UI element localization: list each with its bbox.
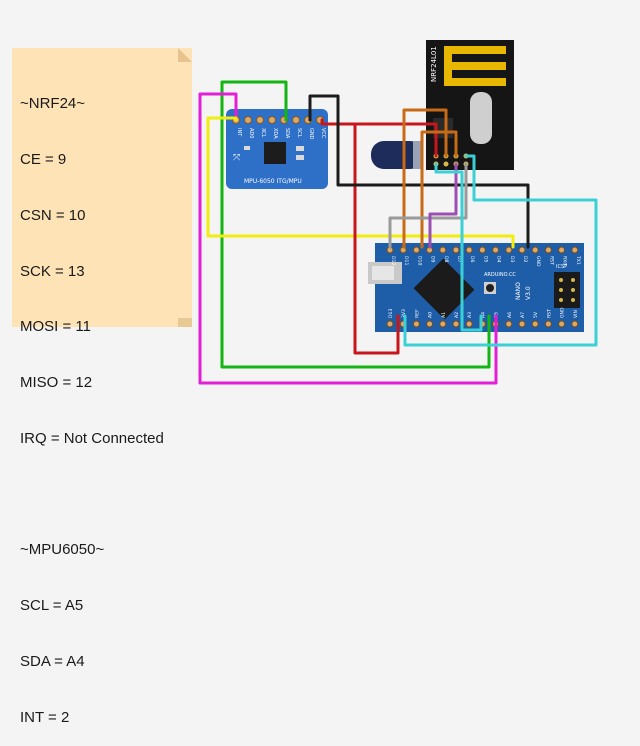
note-line: IRQ = Not Connected xyxy=(20,429,164,447)
nano-pin-hole xyxy=(544,246,552,254)
nano-pin-label-3v3: 3V3 xyxy=(401,309,407,318)
nano-pin-hole xyxy=(386,320,394,328)
note-line: ~MPU6050~ xyxy=(20,541,105,559)
nano-pin-hole xyxy=(531,246,539,254)
nano-pin-label-a1: A1 xyxy=(441,312,447,318)
nano-pin-hole xyxy=(452,246,460,254)
nano-pin-label-vin: VIN xyxy=(573,310,579,318)
sticky-note xyxy=(12,48,192,327)
nano-brand-label: ARDUINO.CC xyxy=(484,272,516,278)
nano-pin-label-rst: RST xyxy=(548,256,554,265)
note-line: SDA = A4 xyxy=(20,653,85,670)
nano-pin-label-a7: A7 xyxy=(520,312,526,318)
wire-red xyxy=(320,118,400,355)
note-line: CE = 9 xyxy=(20,150,67,168)
note-line: SCL = A5 xyxy=(20,597,84,615)
nano-pin-hole xyxy=(518,320,526,328)
pin-mapping-note: ~NRF24~ CE = 9 CSN = 10 SCK = 13 MOSI = … xyxy=(20,58,190,746)
note-line: SCK = 13 xyxy=(20,262,85,280)
nano-pin-label-rx0: RX0 xyxy=(562,256,568,265)
nano-pin-hole xyxy=(531,320,539,328)
wiring-diagram: NRF24L01 INT AD0 XCL XDA SDA SCL GND VCC… xyxy=(12,40,598,385)
nano-version-label: V3.0 xyxy=(525,286,532,300)
nrf24-label: NRF24L01 xyxy=(430,46,438,82)
nano-pin-hole xyxy=(452,320,460,328)
nano-pin-label-d5: D5 xyxy=(482,256,488,263)
nano-pin-label-d7: D7 xyxy=(456,256,462,263)
nano-pin-hole xyxy=(505,246,513,254)
nano-pin-label-5v: 5V xyxy=(533,311,539,318)
nano-pin-label-a0: A0 xyxy=(428,312,434,318)
nano-pin-hole xyxy=(571,246,579,254)
nano-pin-hole xyxy=(465,320,473,328)
axis-icon: ⤧ xyxy=(233,152,240,162)
nano-pin-hole xyxy=(426,320,434,328)
note-line: MOSI = 11 xyxy=(20,318,92,336)
mpu6050-module: INT AD0 XCL XDA SDA SCL GND VCC MPU-6050… xyxy=(226,109,328,189)
mpu6050-pin-vcc: VCC xyxy=(320,128,326,139)
nano-pin-hole xyxy=(558,246,566,254)
nano-pin-hole xyxy=(465,246,473,254)
wire-magenta xyxy=(198,92,498,385)
nano-pin-label-d4: D4 xyxy=(496,256,502,263)
note-line: ~NRF24~ xyxy=(20,95,86,113)
nano-pin-hole xyxy=(544,320,552,328)
wire-black xyxy=(308,94,530,249)
nano-pin-hole xyxy=(439,320,447,328)
mpu6050-pin-scl: SCL xyxy=(296,128,302,138)
nano-pin-label-a3: A3 xyxy=(467,312,473,318)
mpu6050-label: MPU-6050 ITG/MPU xyxy=(244,178,302,185)
nano-pin-hole xyxy=(492,246,500,254)
nano-pin-label-d13: D13 xyxy=(388,309,394,318)
wire-yellow xyxy=(206,116,515,249)
wire-green xyxy=(220,80,491,369)
wires xyxy=(198,80,598,385)
wire-gray xyxy=(388,162,468,249)
note-line: CSN = 10 xyxy=(20,206,86,224)
nano-pin-hole xyxy=(412,320,420,328)
mpu6050-pin-sda: SDA xyxy=(284,128,290,139)
capacitor xyxy=(371,141,423,169)
nano-pin-hole xyxy=(505,320,513,328)
mpu6050-pin-xda: XDA xyxy=(272,128,278,139)
wire-purple xyxy=(428,162,458,249)
wire-cyan-2 xyxy=(434,162,483,332)
wire-cyan xyxy=(403,154,598,347)
mpu6050-pin-xcl: XCL xyxy=(260,128,266,138)
nano-icsp-label: ICSP xyxy=(556,264,567,270)
nano-pin-hole xyxy=(571,320,579,328)
nano-pin-label-d3: D3 xyxy=(509,256,515,263)
nano-pin-label-d6: D6 xyxy=(469,256,475,263)
mpu6050-pin-ad0: AD0 xyxy=(248,128,254,138)
nano-pin-label-rst: RST xyxy=(546,309,552,318)
nano-pin-label-d8: D8 xyxy=(443,256,449,263)
nano-pin-hole xyxy=(478,246,486,254)
nano-pin-label-gnd: GND xyxy=(560,307,566,318)
note-line: INT = 2 xyxy=(20,708,70,726)
nano-pin-label-tx1: TX1 xyxy=(575,255,581,265)
nano-pin-label-d11: D11 xyxy=(403,256,409,265)
nano-pin-hole xyxy=(439,246,447,254)
nano-pin-label-d10: D10 xyxy=(416,256,422,265)
wire-red-2 xyxy=(353,122,438,158)
nano-pin-label-a6: A6 xyxy=(507,312,513,318)
wire-orange-2 xyxy=(420,130,458,249)
note-line: MISO = 12 xyxy=(20,374,93,392)
nano-pin-hole xyxy=(518,246,526,254)
nano-pin-label-d12: D12 xyxy=(390,256,396,265)
note-line xyxy=(20,486,190,505)
nano-pin-hole xyxy=(412,246,420,254)
mpu6050-pin-gnd: GND xyxy=(308,128,314,140)
nano-model-label: NANO xyxy=(515,282,522,300)
mpu6050-pin-int: INT xyxy=(236,128,242,137)
nrf24-module: NRF24L01 xyxy=(426,40,514,170)
nano-pin-label-ref: REF xyxy=(414,309,420,318)
nano-pin-hole xyxy=(558,320,566,328)
nano-pin-label-a4: A4 xyxy=(480,312,486,318)
nano-pin-label-d9: D9 xyxy=(430,256,436,263)
nano-pin-label-d2: D2 xyxy=(522,256,528,263)
nano-pin-label-gnd: GND xyxy=(535,256,541,267)
nano-pin-label-a2: A2 xyxy=(454,312,460,318)
